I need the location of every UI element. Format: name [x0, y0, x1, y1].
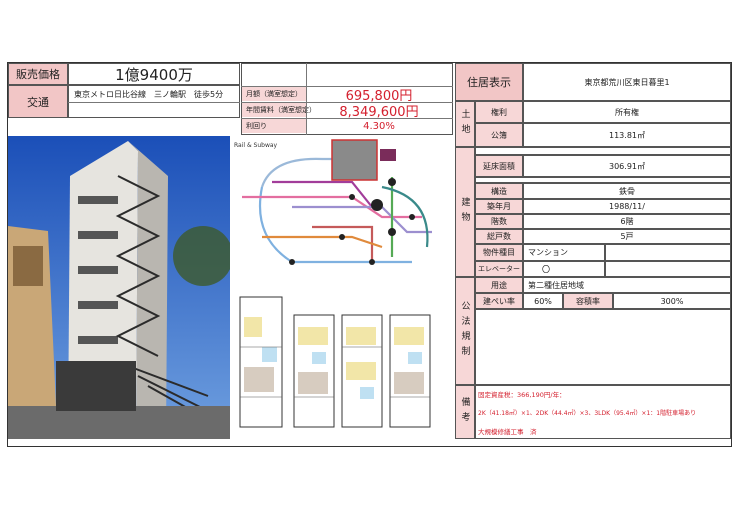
remarks-line-2: 2K（41.18㎡）×1、2DK（44.4㎡）×3、3LDK（95.4㎡）×1：…	[478, 410, 697, 417]
type-label: 物件種目	[475, 244, 523, 261]
structure-label: 構造	[475, 183, 523, 199]
regulation-blank	[475, 309, 731, 385]
income-divider	[241, 118, 453, 119]
rail-map: Rail & Subway	[232, 137, 454, 285]
land-section: 土地	[455, 101, 475, 147]
yield-label: 利回り	[242, 119, 306, 133]
structure-value: 鉄骨	[523, 183, 731, 199]
type-value: マンション	[523, 244, 605, 261]
building-spacer	[475, 177, 731, 183]
zoning-label: 用途	[475, 277, 523, 293]
land-area-label: 公簿	[475, 123, 523, 147]
remarks-section: 備考	[455, 385, 475, 439]
monthly-value: 695,800円	[345, 88, 413, 104]
address-label: 住居表示	[455, 63, 523, 101]
type-spare	[605, 244, 731, 261]
remarks-line-3: 大規模修繕工事 済	[478, 428, 537, 436]
far-value: 300%	[613, 293, 731, 309]
floor-area-label: 延床面積	[475, 155, 523, 177]
zoning-value: 第二種住居地域	[523, 277, 731, 293]
building-spacer	[475, 147, 731, 155]
access-label: 交通	[8, 85, 68, 118]
annual-value: 8,349,600円	[339, 104, 419, 120]
yield-value: 4.30%	[363, 120, 395, 132]
monthly-label: 月額（満室想定）	[242, 87, 306, 101]
land-area-value: 113.81㎡	[523, 123, 731, 147]
land-rights-value: 所有権	[523, 101, 731, 123]
access-line: 東京メトロ日比谷線 三ノ輪駅 徒歩5分	[74, 89, 224, 99]
far-label: 容積率	[563, 293, 613, 309]
building-section: 建物	[455, 147, 475, 277]
floor-plans	[232, 287, 454, 439]
price-value: 1億9400万	[68, 63, 240, 85]
units-label: 総戸数	[475, 229, 523, 244]
annual-label: 年間賃料（満室想定）	[242, 103, 316, 117]
regulation-section: 公法規制	[455, 277, 475, 385]
price-label: 販売価格	[8, 63, 68, 85]
units-value: 5戸	[523, 229, 731, 244]
built-label: 築年月	[475, 199, 523, 214]
elevator-spare	[605, 261, 731, 277]
elevator-label: エレベーター	[475, 261, 523, 277]
income-box	[241, 63, 453, 135]
floors-value: 6階	[523, 214, 731, 229]
remarks-line-1: 固定資産税：366,190円/年：	[478, 391, 566, 399]
floors-label: 階数	[475, 214, 523, 229]
land-rights-label: 権利	[475, 101, 523, 123]
income-col-divider	[306, 63, 307, 135]
income-divider	[241, 102, 453, 103]
floor-area-value: 306.91㎡	[523, 155, 731, 177]
address-value: 東京都荒川区東日暮里1	[523, 63, 731, 101]
building-photo	[8, 136, 230, 439]
income-divider	[241, 86, 453, 87]
access-divider	[68, 102, 240, 103]
access-cell	[68, 85, 240, 118]
coverage-label: 建ぺい率	[475, 293, 523, 309]
map-title: Rail & Subway	[234, 142, 278, 149]
coverage-value: 60%	[523, 293, 563, 309]
built-value: 1988/11/	[523, 199, 731, 214]
elevator-value: 〇	[523, 261, 605, 277]
remarks-box	[475, 385, 731, 439]
